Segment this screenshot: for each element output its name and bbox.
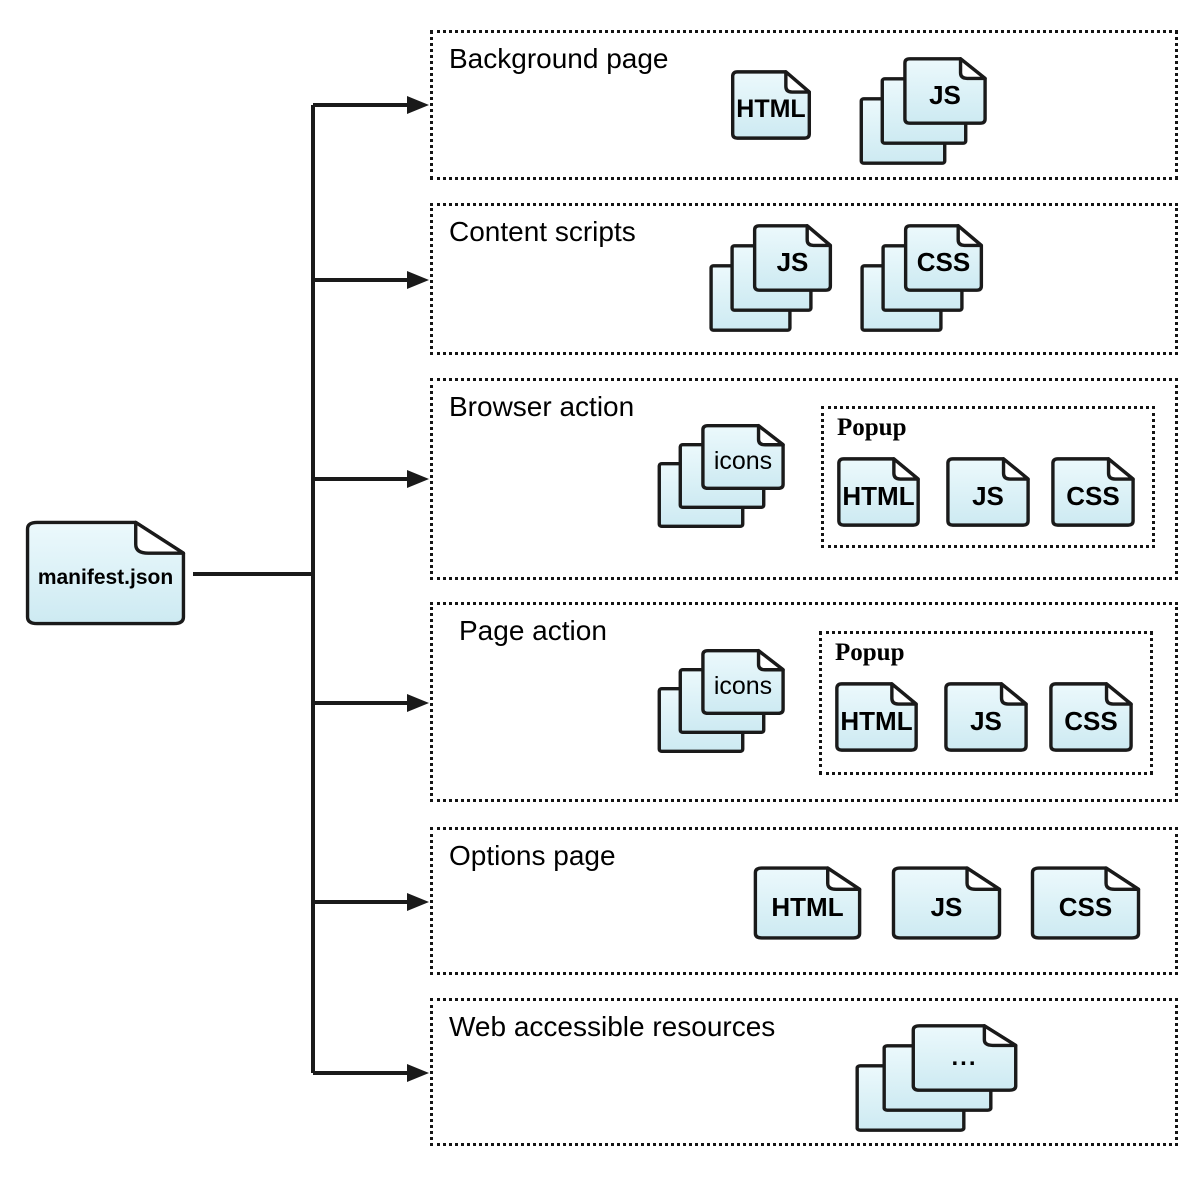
css-file-icon: CSS <box>1048 456 1138 528</box>
section-web-accessible-resources: Web accessible resources ... <box>430 998 1178 1146</box>
js-file-icon: JS <box>900 56 990 126</box>
icons-files-stack-icon: icons <box>656 423 788 531</box>
html-file-icon: HTML <box>749 865 866 941</box>
css-file-icon: CSS <box>901 223 986 293</box>
js-file-icon: JS <box>887 865 1006 941</box>
html-file-icon: HTML <box>834 456 923 528</box>
js-file-icon: JS <box>941 681 1031 753</box>
section-title: Content scripts <box>449 216 636 247</box>
resources-files-stack-icon: ... <box>853 1023 1022 1133</box>
css-file-icon: CSS <box>1046 681 1136 753</box>
css-files-stack-icon: CSS <box>859 223 986 333</box>
document-icon <box>18 518 193 628</box>
section-title: Browser action <box>449 391 635 422</box>
html-file-icon: HTML <box>832 681 921 753</box>
css-file-icon: CSS <box>1026 865 1145 941</box>
js-file-icon: JS <box>943 456 1033 528</box>
js-file-icon: JS <box>750 223 835 293</box>
popup-box: Popup HTML JS CSS <box>819 631 1153 775</box>
js-files-stack-icon: JS <box>708 223 835 333</box>
js-files-stack-icon: JS <box>858 56 990 166</box>
section-title: Background page <box>449 43 669 74</box>
html-file-icon: HTML <box>728 69 814 141</box>
popup-title: Popup <box>835 639 905 666</box>
resource-file-icon: ... <box>907 1023 1022 1093</box>
icons-file-icon: icons <box>698 423 788 491</box>
section-title: Web accessible resources <box>449 1011 776 1042</box>
section-content-scripts: Content scripts JS CSS <box>430 203 1178 355</box>
popup-title: Popup <box>837 414 907 441</box>
manifest-json-node: manifest.json <box>18 518 193 628</box>
section-title: Options page <box>449 840 616 871</box>
arrowheads <box>407 96 429 1082</box>
section-options-page: Options page HTML JS CSS <box>430 827 1178 975</box>
popup-box: Popup HTML JS CSS <box>821 406 1155 548</box>
icons-file-icon: icons <box>698 648 788 716</box>
section-page-action: Page action icons Popup HTML JS CSS <box>430 602 1178 802</box>
section-background-page: Background page HTML JS <box>430 30 1178 180</box>
section-title: Page action <box>459 615 607 646</box>
section-browser-action: Browser action icons Popup HTML JS CSS <box>430 378 1178 580</box>
icons-files-stack-icon: icons <box>656 648 788 756</box>
